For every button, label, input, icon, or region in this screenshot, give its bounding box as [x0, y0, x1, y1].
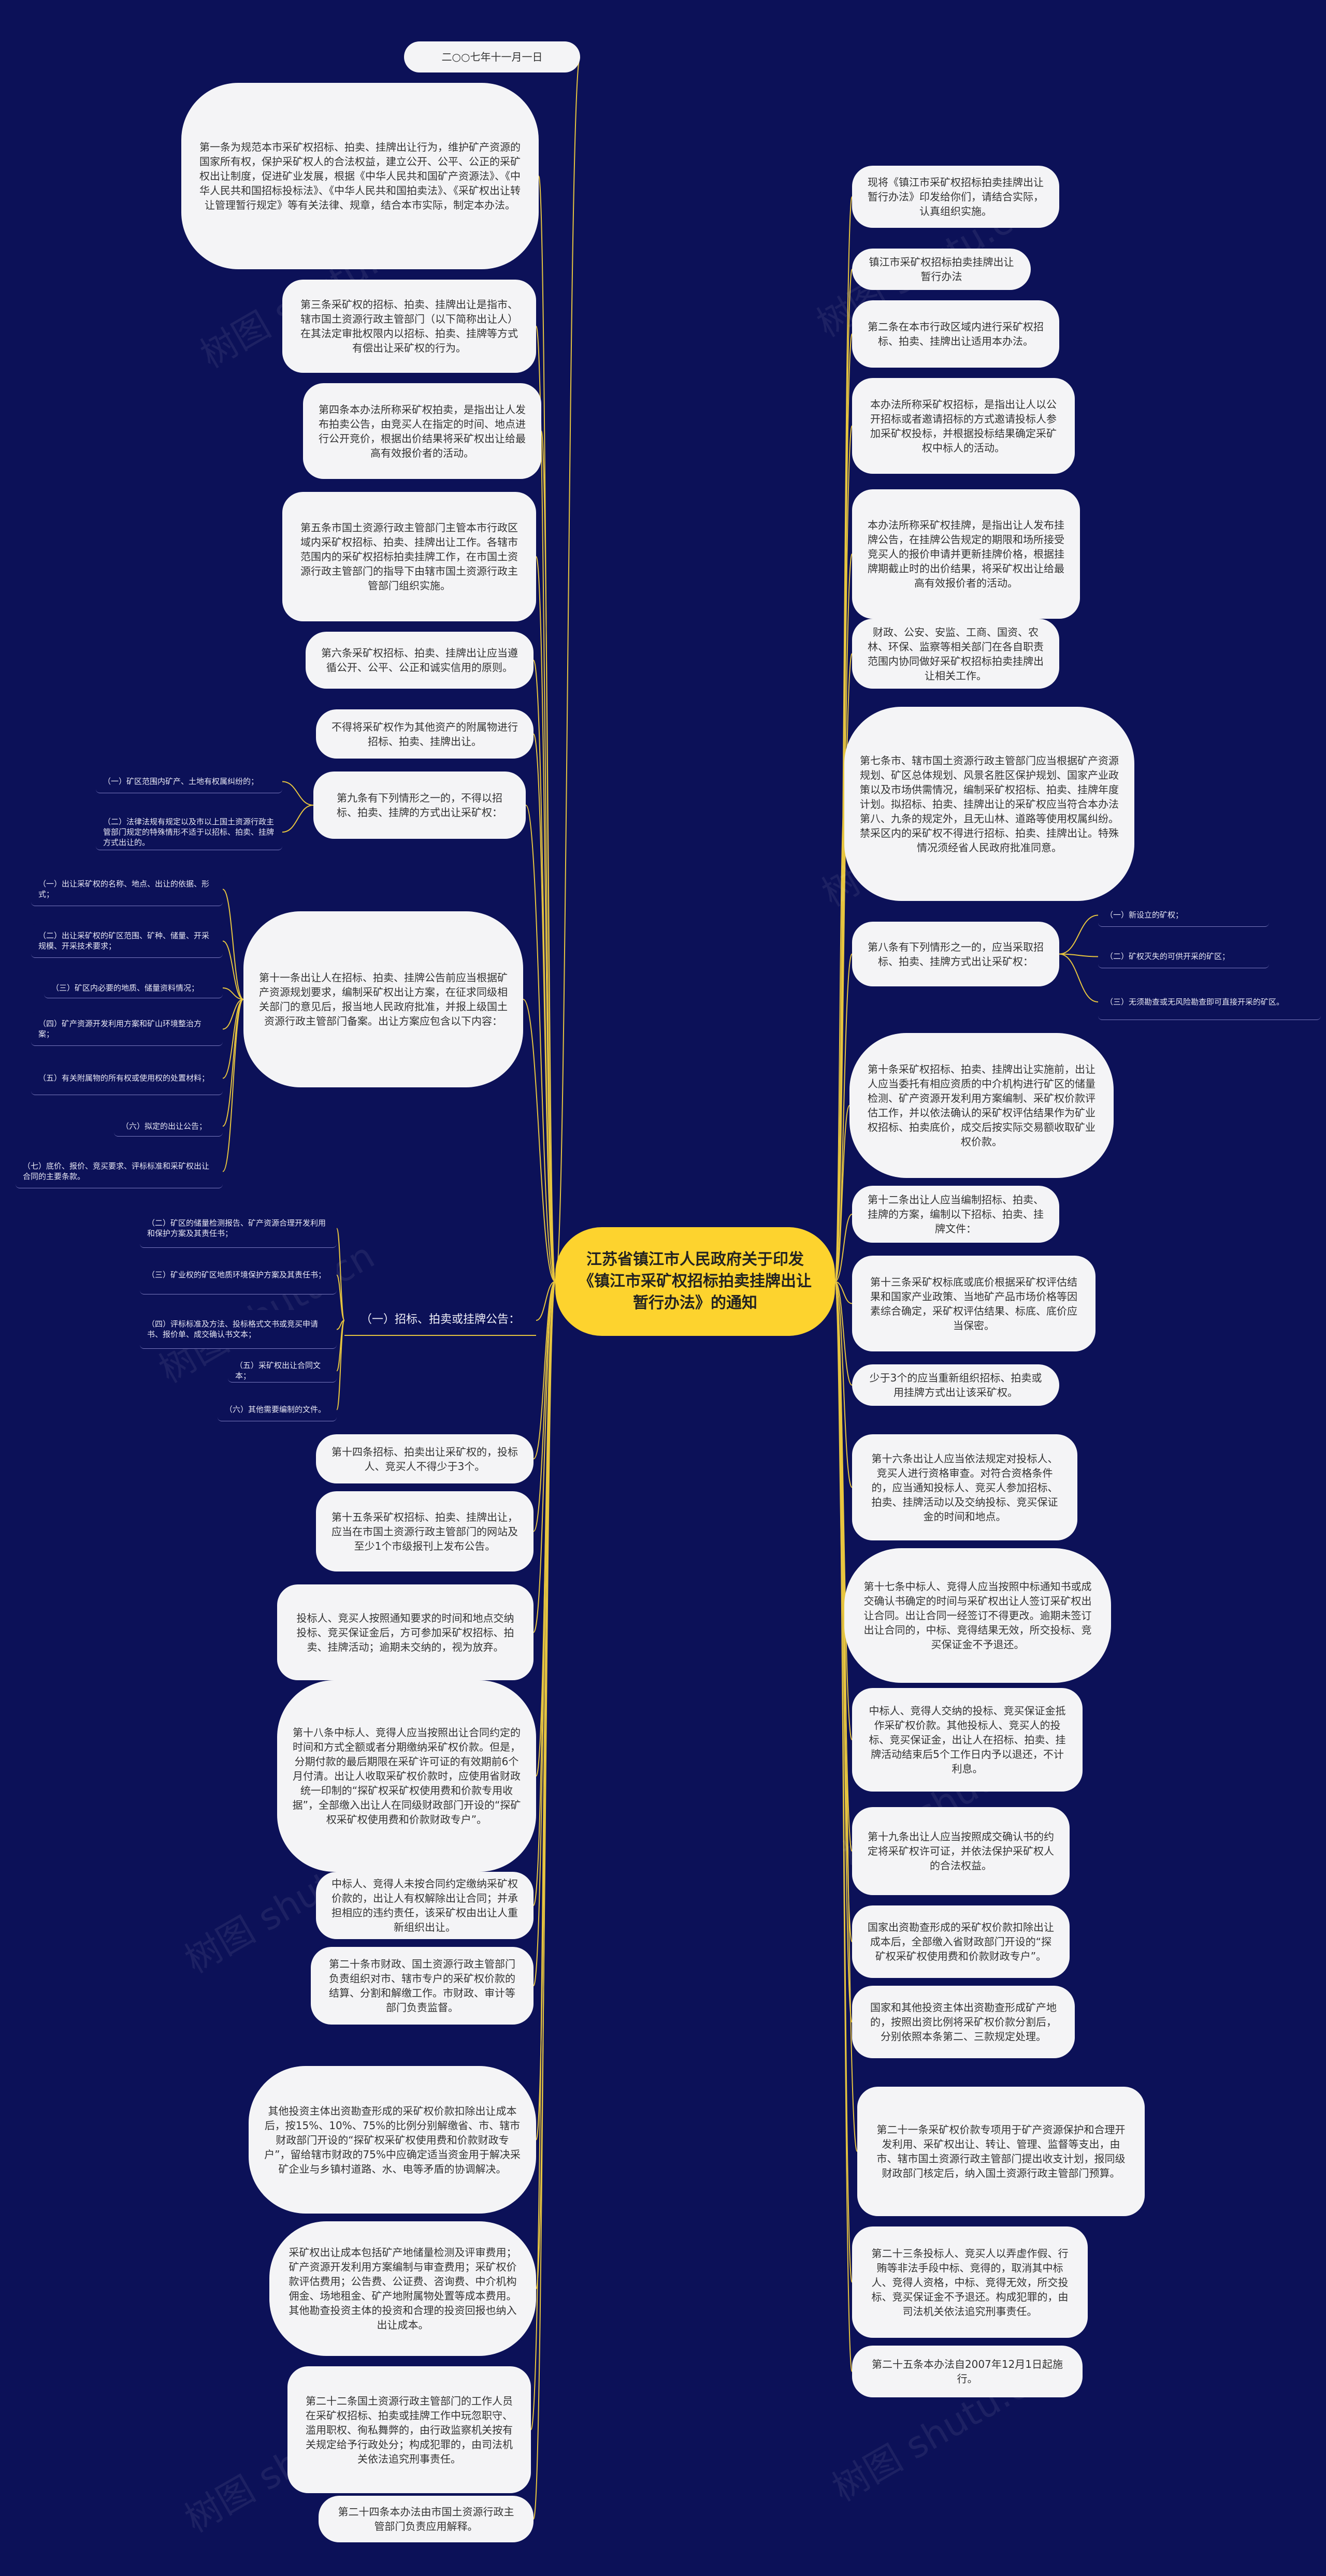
topic-left-8[interactable]: 第九条有下列情形之一的，不得以招标、拍卖、挂牌的方式出让采矿权：: [313, 772, 526, 839]
topic-right-17[interactable]: 国家出资勘查形成的采矿权价款扣除出让成本后，全部缴入省财政部门开设的“探矿权采矿…: [852, 1905, 1070, 1978]
topic-left-20[interactable]: 第二十四条本办法由市国土资源行政主管部门负责应用解释。: [319, 2496, 534, 2542]
topic-right-8[interactable]: 第八条有下列情形之一的，应当采取招标、拍卖、挂牌方式出让采矿权：: [852, 922, 1059, 986]
topic-right-14[interactable]: 第十七条中标人、竞得人应当按照中标通知书或成交确认书确定的时间与采矿权出让人签订…: [844, 1548, 1111, 1683]
connector-right-7: [834, 803, 845, 1282]
topic-right-11[interactable]: 第十三条采矿权标底或底价根据采矿权评估结果和国家产业政策、当地矿产品市场价格等因…: [852, 1256, 1096, 1351]
topic-left-3[interactable]: 第三条采矿权的招标、拍卖、挂牌出让是指市、辖市国土资源行政主管部门（以下简称出让…: [282, 280, 536, 373]
topic-right-16[interactable]: 第十九条出让人应当按照成交确认书的约定将采矿权许可证，并依法保护采矿权人的合法权…: [852, 1807, 1070, 1895]
topic-left-19[interactable]: 第二十二条国土资源行政主管部门的工作人员在采矿权招标、拍卖或挂牌工作中玩忽职守、…: [287, 2366, 531, 2493]
topic-left-6[interactable]: 第六条采矿权招标、拍卖、挂牌出让应当遵循公开、公平、公正和诚实信用的原则。: [306, 632, 534, 689]
left-small-l10-item-5[interactable]: （六）其他需要编制的文件。: [218, 1398, 337, 1421]
connector-left-small-l8-1: [282, 781, 314, 806]
left-small-l9-item-5[interactable]: （五）有关附属物的所有权或使用权的处置材料；: [31, 1061, 223, 1095]
connector-right-10: [834, 1214, 853, 1282]
connector-left-11: [533, 1281, 556, 1460]
topic-right-5[interactable]: 本办法所称采矿权挂牌，是指出让人发布挂牌公告，在挂牌公告规定的期限和场所接受竞买…: [852, 489, 1080, 619]
connector-left-small-l8-2: [282, 805, 314, 833]
left-small-l8-item-2[interactable]: （二）法律法规有规定以及市以上国土资源行政主管部门规定的特殊情形不适于以招标、拍…: [96, 814, 282, 850]
topic-left-9[interactable]: 第十一条出让人在招标、拍卖、挂牌公告前应当根据矿产资源规划要求，编制采矿权出让方…: [243, 911, 523, 1087]
connector-left-19: [530, 1281, 556, 2431]
right-small-r8-item-2[interactable]: （二）矿权灭失的可供开采的矿区；: [1098, 945, 1269, 968]
left-small-l9-item-1[interactable]: （一）出让采矿权的名称、地点、出让的依据、形式；: [31, 872, 223, 906]
topic-right-12[interactable]: 少于3个的应当重新组织招标、拍卖或用挂牌方式出让该采矿权。: [852, 1364, 1059, 1406]
topic-left-1[interactable]: 二○○七年十一月一日: [404, 41, 580, 72]
connector-right-11: [834, 1281, 853, 1304]
left-small-l9-item-4[interactable]: （四）矿产资源开发利用方案和矿山环境整治方案；: [31, 1012, 223, 1046]
topic-left-5[interactable]: 第五条市国土资源行政主管部门主管本市行政区域内采矿权招标、拍卖、挂牌出让工作。各…: [282, 492, 536, 621]
topic-left-7[interactable]: 不得将采矿权作为其他资产的附属物进行招标、拍卖、挂牌出让。: [316, 709, 534, 759]
connector-left-8: [525, 805, 556, 1282]
connector-left-small-l9-4: [222, 999, 244, 1030]
topic-left-4[interactable]: 第四条本办法所称采矿权拍卖，是指出让人发布拍卖公告，由竞买人在指定的时间、地点进…: [303, 383, 541, 479]
root-topic[interactable]: 江苏省镇江市人民政府关于印发《镇江市采矿权招标拍卖挂牌出让暂行办法》的通知: [555, 1227, 835, 1336]
topic-left-16[interactable]: 第二十条市财政、国土资源行政主管部门负责组织对市、辖市专户的采矿权价款的结算、分…: [311, 1947, 534, 2025]
topic-left-2[interactable]: 第一条为规范本市采矿权招标、拍卖、挂牌出让行为，维护矿产资源的国家所有权，保护采…: [181, 83, 539, 269]
connector-right-6: [834, 653, 853, 1282]
topic-left-12[interactable]: 第十五条采矿权招标、拍卖、挂牌出让，应当在市国土资源行政主管部门的网站及至少1个…: [316, 1491, 534, 1571]
topic-right-9[interactable]: 第十条采矿权招标、拍卖、挂牌出让实施前，出让人应当委托有相应资质的中介机构进行矿…: [849, 1033, 1114, 1178]
topic-right-18[interactable]: 国家和其他投资主体出资勘查形成矿产地的，按照出资比例将采矿权价款分割后，分别依照…: [852, 1986, 1075, 2058]
left-small-l10-item-2[interactable]: （三）矿业权的矿区地质环境保护方案及其责任书；: [140, 1256, 337, 1294]
topic-right-2[interactable]: 镇江市采矿权招标拍卖挂牌出让暂行办法: [852, 249, 1031, 290]
topic-right-1[interactable]: 现将《镇江市采矿权招标拍卖挂牌出让暂行办法》印发给你们，请结合实际，认真组织实施…: [852, 166, 1059, 228]
topic-right-3[interactable]: 第二条在本市行政区域内进行采矿权招标、拍卖、挂牌出让适用本办法。: [852, 300, 1059, 368]
connector-left-9: [523, 999, 556, 1282]
connector-right-9: [834, 1105, 850, 1282]
topic-left-13[interactable]: 投标人、竞买人按照通知要求的时间和地点交纳投标、竞买保证金后，方可参加采矿权招标…: [277, 1584, 534, 1680]
connector-left-10: [536, 1281, 556, 1321]
topic-right-15[interactable]: 中标人、竞得人交纳的投标、竞买保证金抵作采矿权价款。其他投标人、竞买人的投标、竞…: [852, 1688, 1083, 1792]
topic-left-10[interactable]: （一）招标、拍卖或挂牌公告：: [344, 1305, 536, 1336]
left-small-l10-item-3[interactable]: （四）评标标准及方法、投标格式文书或竞买申请书、报价单、成交确认书文本；: [140, 1310, 337, 1349]
connector-left-4: [541, 430, 556, 1282]
connector-left-small-l9-3: [222, 987, 244, 1000]
connector-left-20: [533, 1281, 556, 2520]
connector-left-12: [533, 1281, 556, 1532]
topic-right-19[interactable]: 第二十一条采矿权价款专项用于矿产资源保护和合理开发利用、采矿权出让、转让、管理、…: [857, 2087, 1145, 2216]
left-small-l10-item-4[interactable]: （五）采矿权出让合同文本；: [228, 1359, 337, 1382]
topic-left-17[interactable]: 其他投资主体出资勘查形成的采矿权价款扣除出让成本后，按15%、10%、75%的比…: [249, 2066, 536, 2214]
connector-right-small-r8-3: [1059, 953, 1099, 1002]
connector-right-13: [834, 1281, 853, 1488]
topic-right-20[interactable]: 第二十三条投标人、竞买人以弄虚作假、行贿等非法手段中标、竞得的，取消其中标人、竞…: [852, 2226, 1088, 2338]
connector-right-19: [834, 1281, 858, 2152]
topic-right-10[interactable]: 第十二条出让人应当编制招标、拍卖、挂牌的方案，编制以下招标、拍卖、挂牌文件：: [852, 1186, 1059, 1243]
left-small-l8-item-1[interactable]: （一）矿区范围内矿产、土地有权属纠纷的；: [96, 770, 282, 793]
left-small-l9-item-7[interactable]: （七）底价、报价、竞买要求、评标标准和采矿权出让合同的主要条款。: [16, 1155, 223, 1188]
left-small-l10-item-1[interactable]: （二）矿区的储量检测报告、矿产资源合理开发利用和保护方案及其责任书；: [140, 1209, 337, 1248]
connector-right-small-r8-2: [1059, 953, 1099, 957]
right-small-r8-item-1[interactable]: （一）新设立的矿权；: [1098, 904, 1269, 927]
right-small-r8-item-3[interactable]: （三）无须勘查或无风险勘查即可直接开采的矿区。: [1098, 984, 1321, 1020]
connector-left-small-l10-1: [336, 1228, 345, 1321]
connector-right-21: [834, 1281, 853, 2372]
left-small-l9-item-6[interactable]: （六）拟定的出让公告；: [114, 1116, 223, 1137]
connector-left-7: [533, 733, 556, 1282]
left-small-l9-item-2[interactable]: （二）出让采矿权的矿区范围、矿种、储量、开采规模、开采技术要求；: [31, 924, 223, 958]
connector-left-small-l9-5: [222, 999, 244, 1079]
connector-left-small-l9-1: [222, 889, 244, 1000]
topic-left-15[interactable]: 中标人、竞得人未按合同约定缴纳采矿权价款的，出让人有权解除出让合同；并承担相应的…: [316, 1872, 534, 1939]
topic-right-13[interactable]: 第十六条出让人应当依法规定对投标人、竞买人进行资格审查。对符合资格条件的，应当通…: [852, 1434, 1077, 1540]
left-small-l9-item-3[interactable]: （三）矿区内必要的地质、储量资料情况；: [44, 978, 223, 998]
connector-left-13: [533, 1281, 556, 1633]
connector-right-12: [834, 1281, 853, 1386]
topic-left-14[interactable]: 第十八条中标人、竞得人应当按照出让合同约定的时间和方式全额或者分期缴纳采矿权价款…: [277, 1680, 536, 1872]
topic-right-4[interactable]: 本办法所称采矿权招标，是指出让人以公开招标或者邀请招标的方式邀请投标人参加采矿权…: [852, 378, 1075, 474]
connector-left-small-l10-5: [336, 1320, 345, 1410]
connector-left-1: [555, 56, 581, 1282]
connector-left-5: [536, 556, 556, 1282]
connector-left-small-l9-7: [222, 999, 244, 1172]
connector-left-small-l9-2: [222, 940, 244, 1000]
connector-left-small-l9-6: [222, 999, 244, 1127]
topic-right-21[interactable]: 第二十五条本办法自2007年12月1日起施行。: [852, 2346, 1083, 2397]
topic-left-11[interactable]: 第十四条招标、拍卖出让采矿权的，投标人、竞买人不得少于3个。: [316, 1434, 534, 1483]
topic-left-18[interactable]: 采矿权出让成本包括矿产地储量检测及评审费用；矿产资源开发利用方案编制与审查费用；…: [269, 2221, 536, 2356]
connector-left-small-l10-2: [336, 1274, 345, 1321]
connector-right-small-r8-1: [1059, 914, 1099, 955]
topic-right-6[interactable]: 财政、公安、安监、工商、国资、农林、环保、监察等相关部门在各自职责范围内协同做好…: [852, 619, 1059, 689]
topic-right-7[interactable]: 第七条市、辖市国土资源行政主管部门应当根据矿产资源规划、矿区总体规划、风景名胜区…: [844, 707, 1134, 901]
connector-left-3: [536, 326, 556, 1282]
